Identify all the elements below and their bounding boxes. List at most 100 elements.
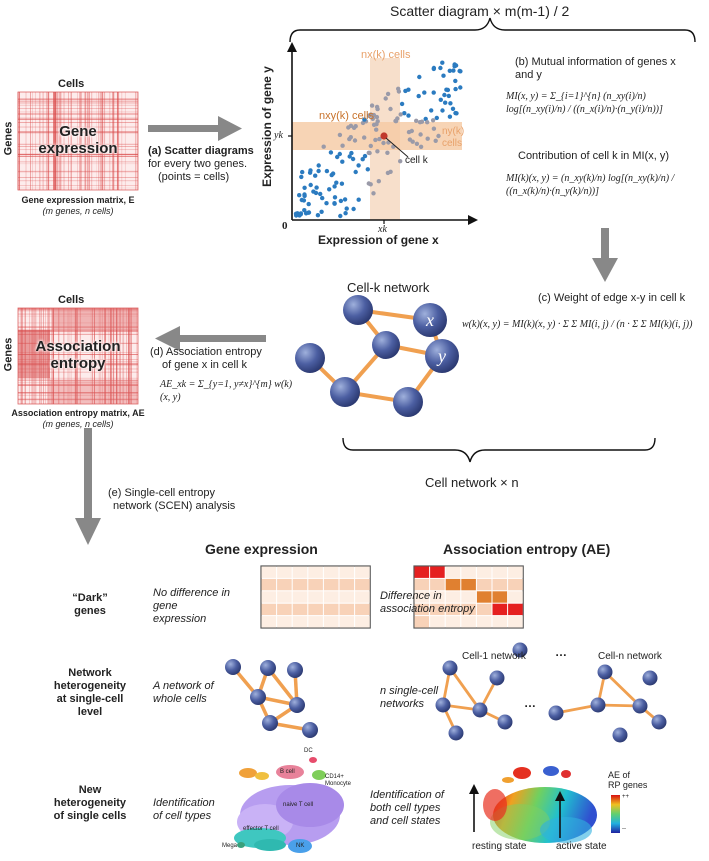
scatter-point — [431, 126, 437, 131]
scatter-point — [332, 184, 337, 189]
gene-matrix-graphic — [17, 91, 139, 191]
heatmap-cell — [508, 578, 523, 591]
heatmap-cell — [355, 616, 370, 628]
scatter-ny-cells-2: cells — [442, 138, 463, 149]
scatter-point — [306, 201, 311, 207]
scatter-point — [453, 110, 458, 116]
heatmap-cell — [308, 566, 323, 578]
scatter-point — [362, 153, 368, 159]
heatmap-cell — [414, 616, 430, 628]
row-new-label-3: of single cells — [53, 810, 127, 822]
cell-k-point — [380, 132, 388, 140]
step-b-line2: and y — [515, 69, 542, 81]
heatmap-cell — [261, 591, 277, 603]
umap-label-cd14-1: CD14+ — [325, 774, 344, 780]
scatter-point — [423, 116, 428, 122]
heatmap-cell — [292, 616, 308, 628]
row-dark-left-1: No difference in — [153, 587, 231, 599]
heatmap-cell — [339, 578, 355, 591]
step-d-line2: of gene x in cell k — [162, 359, 247, 371]
scatter-point — [430, 118, 436, 123]
row-network-label-3: at single-cell — [56, 693, 124, 705]
heatmap-cell — [430, 616, 445, 628]
whole-cell-network-nodes — [225, 659, 318, 738]
scatter-point — [332, 195, 338, 200]
heatmap-cell — [445, 578, 461, 591]
scatter-point — [342, 197, 348, 202]
scatter-point — [385, 150, 390, 155]
heatmap-cell — [445, 591, 461, 603]
step-e-line2: network (SCEN) analysis — [113, 500, 236, 512]
scatter-point — [330, 171, 336, 176]
scatter-nx-cells: nx(k) cells — [361, 49, 411, 61]
step-a-line2: for every two genes. — [148, 158, 248, 170]
networks-dots-mid: … — [524, 696, 536, 710]
scatter-point — [303, 211, 309, 216]
scatter-point — [417, 120, 423, 125]
scatter-point — [453, 86, 458, 92]
heatmap-cell — [461, 578, 476, 591]
heatmap-cell — [323, 603, 339, 616]
cell-n-network-label: Cell-n network — [598, 651, 662, 662]
scatter-point — [302, 185, 307, 190]
scatter-point — [349, 150, 354, 156]
scatter-yk: yk — [274, 130, 283, 141]
heatmap-cell — [430, 591, 445, 603]
scatter-point — [399, 101, 405, 107]
row-network-label-1: Network — [68, 667, 112, 679]
scatter-origin: 0 — [282, 220, 288, 232]
scatter-xk: xk — [378, 224, 387, 235]
heatmap-cell — [339, 566, 355, 578]
scatter-point — [351, 206, 356, 212]
row-dark-genes-label-1: “Dark” — [72, 592, 108, 604]
scatter-point — [438, 65, 443, 71]
scatter-point — [446, 93, 451, 99]
scatter-point — [402, 111, 407, 116]
scatter-point — [422, 90, 427, 95]
scatter-point — [348, 123, 354, 128]
heatmap-cell — [339, 603, 355, 616]
ae-matrix-caption-1: Association entropy matrix, AE — [11, 408, 145, 418]
scatter-point — [334, 180, 339, 185]
scatter-point — [451, 68, 456, 73]
heatmap-cell — [355, 591, 370, 603]
heatmap-cell — [445, 603, 461, 616]
scatter-point — [425, 136, 430, 141]
scatter-point — [314, 185, 319, 190]
scatter-point — [371, 191, 376, 196]
scatter-point — [458, 85, 463, 90]
umap-label-bcell: B cell — [280, 769, 295, 775]
row-new-label-1: New — [78, 784, 102, 796]
step-b-line1: (b) Mutual information of genes x — [515, 56, 676, 68]
heatmap-no-difference — [260, 565, 371, 629]
scatter-point — [350, 156, 356, 162]
heatmap-cell — [308, 603, 323, 616]
scatter-point — [360, 157, 365, 162]
scatter-plot — [287, 42, 478, 225]
ae-matrix-cells-label: Cells — [58, 294, 85, 306]
heatmap-cell — [308, 578, 323, 591]
scatter-point — [425, 120, 430, 125]
scatter-point — [340, 143, 345, 148]
heatmap-cell — [323, 578, 339, 591]
row-dark-left-3: expression — [153, 613, 207, 625]
heatmap-cell — [508, 603, 523, 616]
heatmap-cell — [414, 578, 430, 591]
scatter-point — [406, 87, 411, 92]
heatmap-cell — [292, 566, 308, 578]
scatter-point — [347, 136, 352, 142]
scatter-point — [366, 150, 371, 155]
scatter-point — [440, 108, 445, 113]
step-c-title: (c) Weight of edge x-y in cell k — [538, 292, 686, 304]
heatmap-cell — [323, 566, 339, 578]
row-network-right-1: n single-cell — [380, 685, 439, 697]
heatmap-cell — [414, 566, 430, 578]
umap-label-dc: DC — [304, 748, 313, 754]
scatter-point — [320, 195, 325, 201]
scatter-point — [373, 137, 378, 143]
scatter-point — [375, 149, 380, 154]
scatter-point — [381, 140, 386, 146]
heatmap-cell — [308, 591, 323, 603]
scatter-point — [458, 69, 463, 74]
